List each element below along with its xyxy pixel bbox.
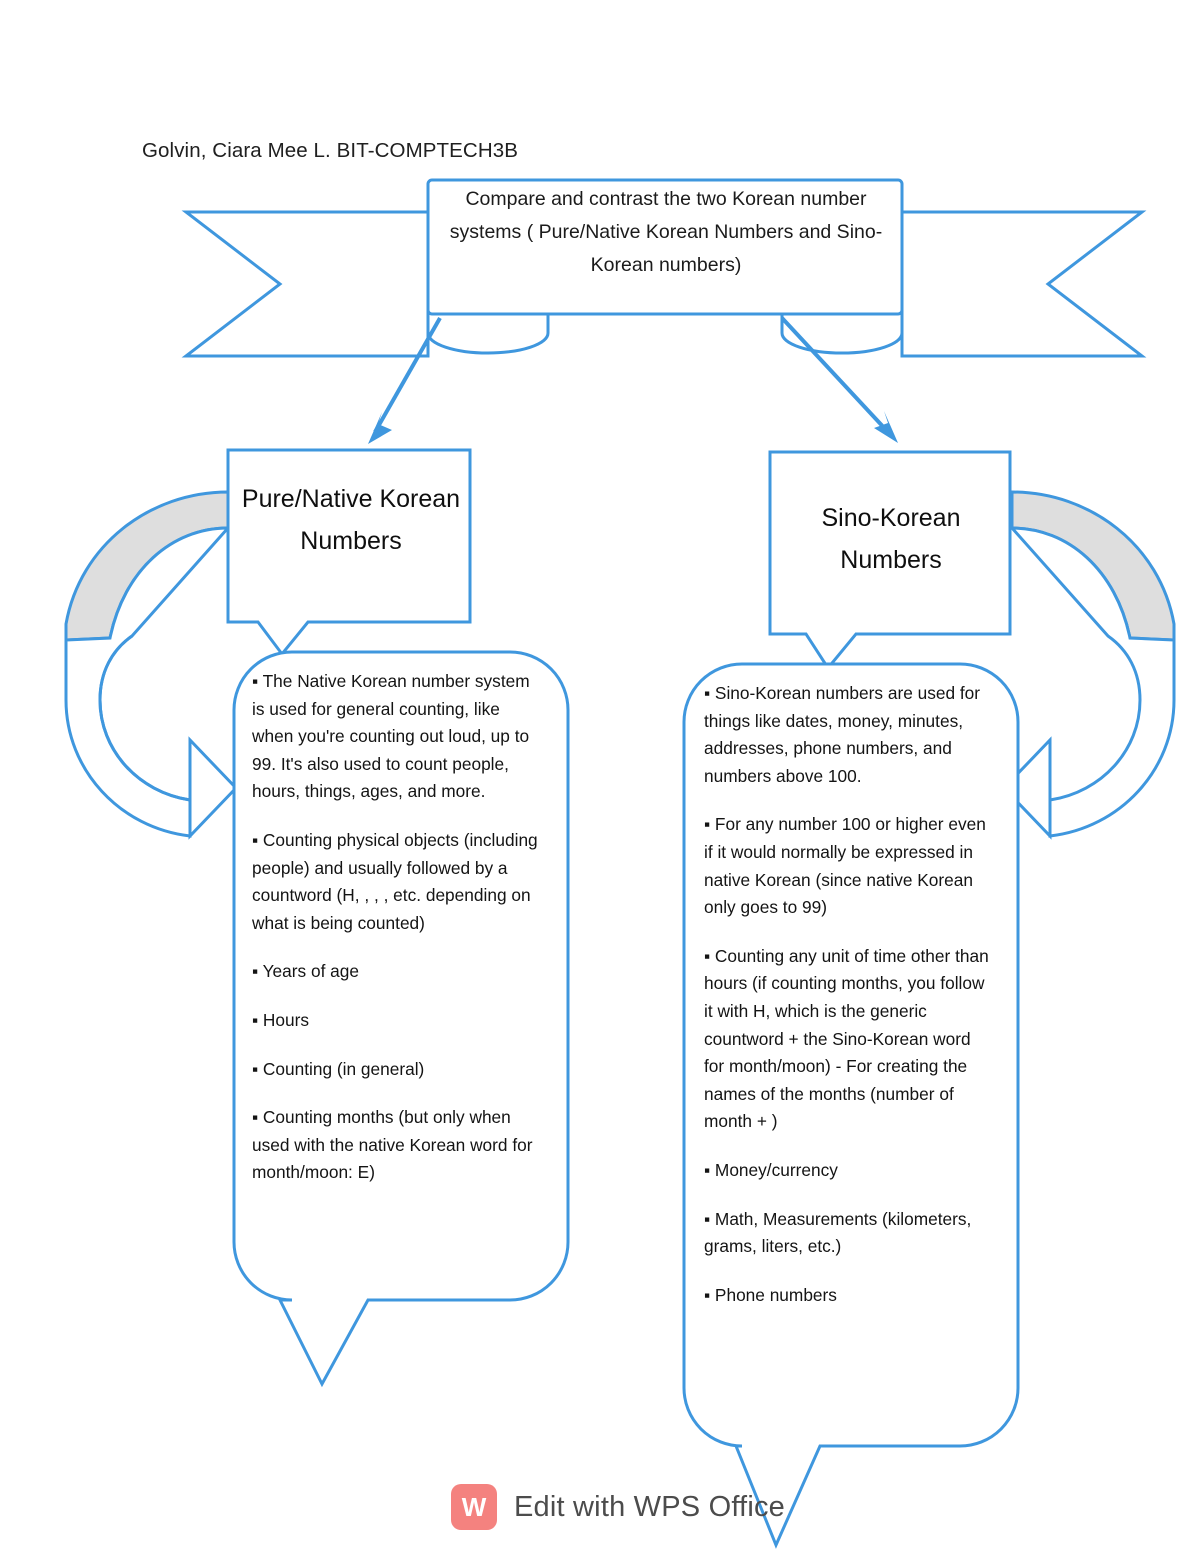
bullet-item: ▪ Phone numbers: [704, 1284, 837, 1305]
branch-body-right: ▪ Sino-Korean numbers are used for thing…: [704, 680, 992, 1309]
bullet-item: ▪ Sino-Korean numbers are used for thing…: [704, 683, 981, 786]
left-branch-title-box: [226, 448, 472, 657]
left-circular-arrow-head: [188, 736, 239, 840]
right-content-callout: [682, 662, 1020, 1549]
banner-title: Compare and contrast the two Korean numb…: [449, 188, 883, 276]
right-circular-arrow-head: [1001, 736, 1052, 840]
ribbon-left-fold-under: [426, 311, 550, 355]
bullet-item: ▪ Money/currency: [704, 1159, 838, 1180]
bullet-item: ▪ Math, Measurements (kilometers, grams,…: [704, 1208, 972, 1257]
ribbon-center-box: [426, 178, 904, 316]
bullet-item: ▪ Counting any unit of time other than h…: [704, 945, 989, 1132]
bullet-item: ▪ Counting (in general): [252, 1058, 425, 1079]
bullet-item: ▪ Years of age: [252, 961, 360, 982]
branch-body-left: ▪ The Native Korean number system is use…: [252, 668, 540, 1187]
left-circular-arrow-shaft: [98, 634, 191, 802]
bullet-item: ▪ The Native Korean number system is use…: [252, 671, 530, 802]
ribbon-left-tail: [181, 210, 430, 358]
branch-title-left: Pure/Native Korean Numbers: [241, 485, 461, 555]
bullet-item: ▪ Counting months (but only when used wi…: [252, 1107, 533, 1183]
left-content-callout: [232, 650, 570, 1388]
connector-arrow-left: [368, 317, 442, 444]
ribbon-right-fold-under: [780, 311, 904, 355]
wps-watermark[interactable]: W Edit with WPS Office: [451, 1484, 785, 1530]
connector-arrow-right: [780, 316, 898, 443]
right-circular-arrow-body: [1008, 526, 1176, 838]
right-branch-title-box: [768, 450, 1012, 671]
bullet-item: ▪ For any number 100 or higher even if i…: [704, 814, 986, 918]
ribbon-right-tail: [900, 210, 1147, 358]
wps-logo-icon: W: [451, 1484, 497, 1530]
branch-title-right: Sino-Korean Numbers: [821, 504, 961, 574]
wps-watermark-label: Edit with WPS Office: [514, 1490, 785, 1523]
bullet-item: ▪ Counting physical objects (including p…: [252, 829, 538, 933]
bullet-item: ▪ Hours: [252, 1009, 310, 1030]
page-header-line: Golvin, Ciara Mee L. BIT-COMPTECH3B: [142, 139, 519, 162]
